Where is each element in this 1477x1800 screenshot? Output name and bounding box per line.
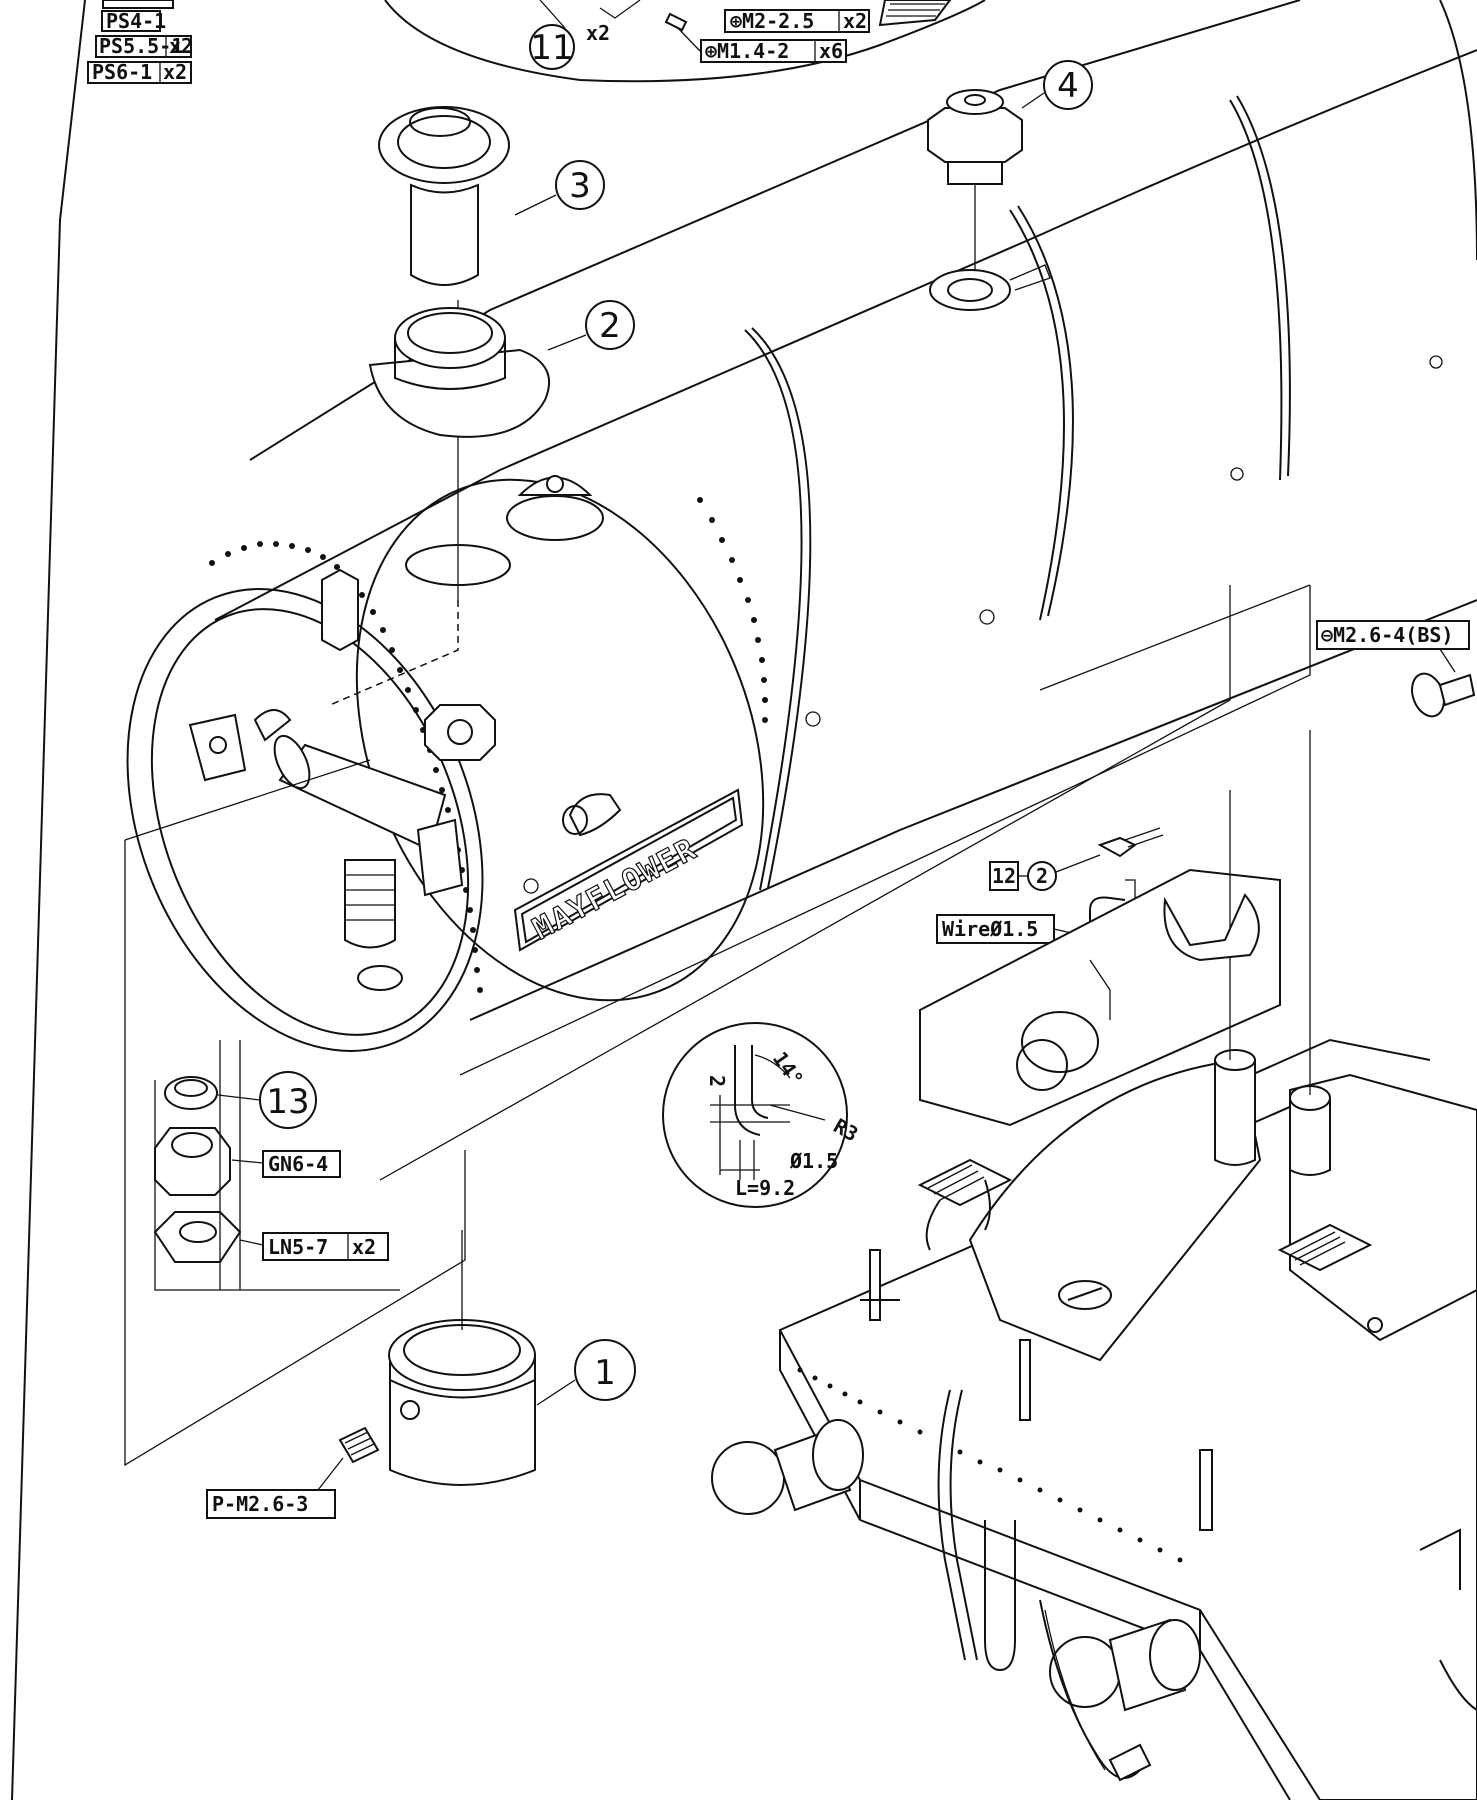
label-grub-screw: P-M2.6-3 [206, 1489, 336, 1519]
svg-text:3: 3 [569, 166, 591, 206]
grub-screw [338, 1426, 380, 1464]
handrail [1419, 1528, 1461, 1590]
svg-text:2: 2 [599, 306, 621, 346]
buffer-beam-rivets [797, 1367, 1183, 1563]
small-screw-icon [664, 12, 688, 32]
parts-list: PS4-1 PS5.5-1 x2 PS6-1 x2 [87, 0, 193, 84]
smokebox-rivets [209, 497, 768, 993]
svg-text:LN5-7: LN5-7 [268, 1235, 328, 1259]
mayflower-nameplate: MAYFLOWER [513, 788, 744, 952]
callout-3 [555, 160, 605, 210]
svg-text:12: 12 [992, 864, 1016, 888]
boiler-dome-fitting [506, 475, 604, 541]
part-qty: x2 [169, 34, 193, 58]
blower-pipe [273, 734, 464, 949]
footstep-grid-left [917, 1158, 1013, 1207]
dim-2: 2 [705, 1075, 729, 1087]
parts-list-item: PS6-1 x2 [87, 60, 192, 84]
svg-text:⊕M2-2.5: ⊕M2-2.5 [730, 9, 814, 33]
front-buffers [711, 1389, 1201, 1712]
valve-seat-pad [929, 269, 1011, 311]
svg-text:x2: x2 [843, 9, 867, 33]
part-code: PS5.5-1 [99, 34, 183, 58]
top-cleat [321, 568, 359, 652]
wire-piece [1089, 896, 1126, 960]
callout-11-qty: x2 [586, 21, 610, 45]
label-wire: WireØ1.5 [936, 914, 1055, 944]
smokebox-front [126, 478, 765, 1052]
label-12-2: 12 2 [989, 854, 1101, 891]
steam-pipes [1016, 730, 1331, 1176]
boiler-fitting-left [1021, 1011, 1099, 1073]
frame-top-deck [919, 868, 1281, 1127]
boiler-shell [214, 0, 1477, 1021]
hinge-lug [188, 713, 247, 782]
part-4-safety-valve: 4 [927, 60, 1093, 311]
label-gn6-4: GN6-4 [262, 1150, 341, 1178]
dim-length: L=9.2 [735, 1176, 795, 1200]
lamp-iron [860, 1249, 900, 1321]
buffer-left [711, 1441, 785, 1515]
drain-hole [357, 965, 403, 991]
part-1-base-cylinder: 1 P-M2.6-3 [206, 1230, 636, 1519]
part-code: PS6-1 [92, 60, 152, 84]
part-13-fittings: 13 GN6-4 LN5-7 x2 [153, 1040, 389, 1290]
wire-detail-circle: 2 14° R3 Ø1.5 L=9.2 [662, 1022, 862, 1208]
part-3-chimney: 3 [378, 106, 605, 286]
part-2-chimney-base: 2 [368, 300, 635, 438]
svg-text:P-M2.6-3: P-M2.6-3 [212, 1492, 308, 1516]
footstep-grid [1277, 1223, 1373, 1272]
label-ln5-7: LN5-7 x2 [262, 1232, 389, 1261]
svg-text:1: 1 [594, 1353, 616, 1393]
callout-4 [1043, 60, 1093, 110]
svg-text:WireØ1.5: WireØ1.5 [942, 917, 1038, 941]
svg-text:2: 2 [1036, 864, 1048, 888]
parts-list-item: PS4-1 [101, 9, 166, 33]
lamp-iron [1199, 1449, 1213, 1531]
part-code: PS4-1 [106, 9, 166, 33]
screw-label-m2: ⊕M2-2.5 x2 [724, 9, 870, 33]
screw-label-m1: ⊕M1.4-2 x6 [700, 39, 847, 63]
pipe-bracket [1163, 893, 1260, 962]
part-qty: x2 [163, 60, 187, 84]
svg-text:⊕M1.4-2: ⊕M1.4-2 [705, 39, 789, 63]
svg-text:x2: x2 [352, 1235, 376, 1259]
dim-diameter: Ø1.5 [789, 1149, 838, 1173]
hex-nut [424, 704, 496, 761]
callout-11-number: 11 [530, 28, 573, 68]
callout-2 [585, 300, 635, 350]
parts-list-item: PS5.5-1 x2 [95, 34, 193, 58]
lamp-iron [1019, 1339, 1031, 1421]
svg-text:4: 4 [1057, 66, 1079, 106]
svg-text:⊖M2.6-4(BS): ⊖M2.6-4(BS) [1321, 623, 1453, 647]
page-border-line [11, 0, 86, 1800]
sand-fitting [568, 793, 622, 837]
callout-11 [529, 24, 575, 70]
handrail [1439, 1659, 1477, 1711]
coupling-hook [984, 1520, 1152, 1782]
top-detail-circle: 11 x2 ⊕M2-2.5 x2 ⊕M1.4-2 x6 [384, 0, 986, 83]
chassis-frame [778, 868, 1477, 1800]
callout-1 [574, 1339, 636, 1401]
svg-text:GN6-4: GN6-4 [268, 1152, 328, 1176]
svg-text:x6: x6 [819, 39, 843, 63]
svg-text:13: 13 [266, 1082, 309, 1122]
label-bs-screw: ⊖M2.6-4(BS) [1316, 620, 1470, 650]
exploded-guide-planes [124, 584, 1311, 1467]
